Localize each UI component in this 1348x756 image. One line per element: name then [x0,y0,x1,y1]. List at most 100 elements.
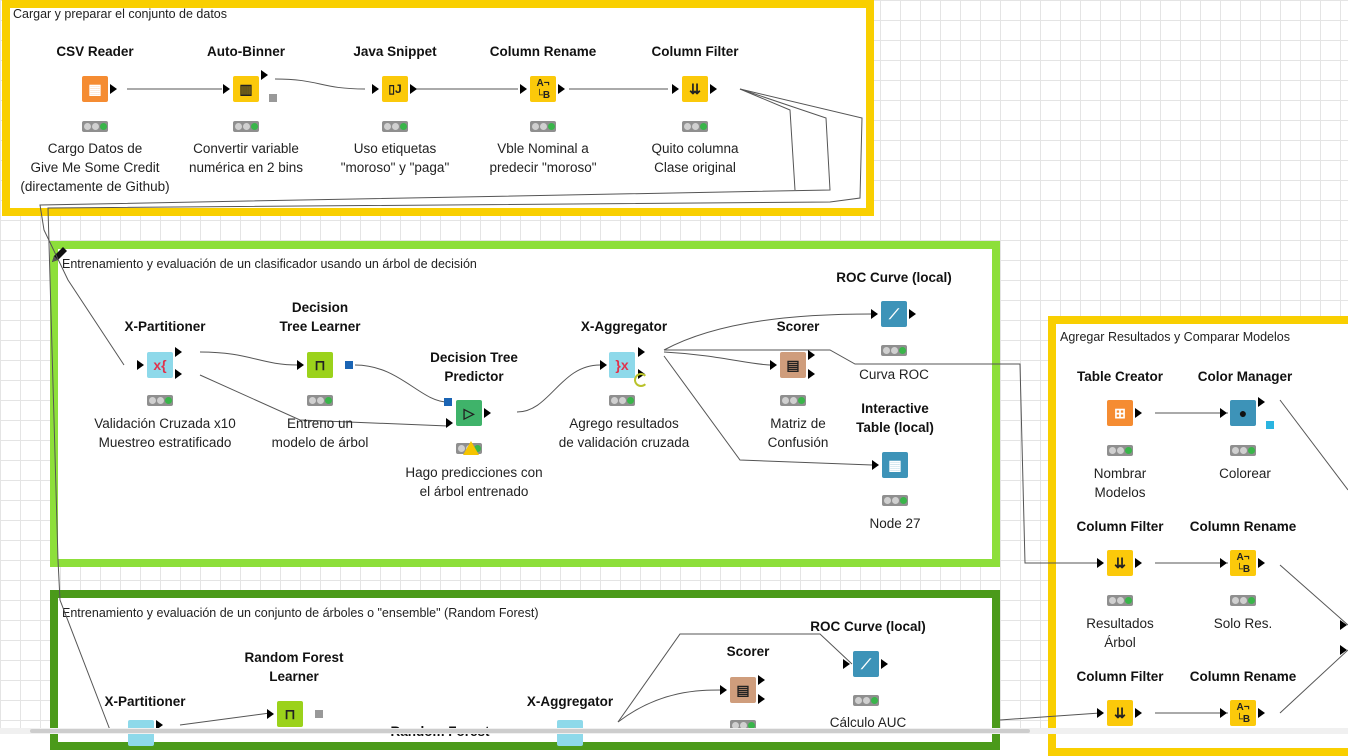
status-traffic-light [233,121,259,132]
node-label[interactable]: Node 27 [869,516,921,531]
node-label[interactable]: Matriz de Confusión [767,416,829,450]
scorer-icon[interactable]: ▤ [780,352,806,378]
node-label[interactable]: Cargo Datos de Give Me Some Credit (dire… [20,141,170,194]
roc-icon[interactable]: ⟋ [853,651,879,677]
input-port[interactable] [1220,708,1227,718]
input-port[interactable] [1220,558,1227,568]
rename-icon[interactable]: A¬└B [530,76,556,102]
output-port[interactable] [1258,397,1265,407]
predict-icon[interactable]: ▷ [456,400,482,426]
output-port[interactable] [808,369,815,379]
output-port[interactable] [808,350,815,360]
model-input-port[interactable] [444,398,452,406]
table-grid-icon[interactable]: ▦ [882,452,908,478]
input-port[interactable] [137,360,144,370]
annotation-decision-tree[interactable]: Entrenamiento y evaluación de un clasifi… [50,241,1000,567]
output-port[interactable] [638,347,645,357]
output-port[interactable] [410,84,417,94]
pencil-icon[interactable] [50,244,70,264]
input-port[interactable] [672,84,679,94]
annotation-data-prep[interactable]: Cargar y preparar el conjunto de datos [2,0,874,216]
model-port[interactable] [269,94,277,102]
output-port[interactable] [909,309,916,319]
output-port[interactable] [1135,408,1142,418]
input-port[interactable] [720,685,727,695]
table-arrow-icon[interactable]: ▦ [82,76,108,102]
node-label[interactable]: Entreno un modelo de árbol [271,416,369,450]
output-port[interactable] [110,84,117,94]
output-port[interactable] [881,659,888,669]
output-port[interactable] [758,694,765,704]
output-port[interactable] [1135,558,1142,568]
output-port[interactable] [758,675,765,685]
node-label[interactable]: Vble Nominal a predecir "moroso" [489,141,597,175]
node-label[interactable]: Curva ROC [859,367,929,382]
loop-end-icon[interactable]: }x [609,352,635,378]
model-port[interactable] [315,710,323,718]
input-port[interactable] [223,84,230,94]
rename-icon[interactable]: A¬└B [1230,700,1256,726]
output-port[interactable] [710,84,717,94]
node-title: X-Aggregator [580,319,668,334]
forest-icon[interactable]: ⊓ [277,701,303,727]
node-label[interactable]: Uso etiquetas "moroso" y "paga" [340,141,450,175]
annotation-title: Entrenamiento y evaluación de un conjunt… [62,606,539,620]
output-port[interactable] [175,347,182,357]
input-port[interactable] [446,418,453,428]
output-port[interactable] [156,720,163,730]
input-port[interactable] [1097,558,1104,568]
node-label[interactable]: Nombrar Modelos [1093,466,1147,500]
warning-icon[interactable] [463,441,479,455]
input-port[interactable] [297,360,304,370]
output-port[interactable] [1135,708,1142,718]
output-port[interactable] [1258,708,1265,718]
filter-icon[interactable]: ⇊ [1107,700,1133,726]
input-port[interactable] [1340,645,1347,655]
tree-icon[interactable]: ⊓ [307,352,333,378]
java-doc-icon[interactable]: ▯J [382,76,408,102]
node-label[interactable]: Convertir variable numérica en 2 bins [188,141,304,175]
input-port[interactable] [267,709,274,719]
input-port[interactable] [1340,620,1347,630]
output-port[interactable] [175,369,182,379]
input-port[interactable] [843,659,850,669]
input-port[interactable] [871,309,878,319]
node-label[interactable]: Validación Cruzada x10 Muestreo estratif… [94,416,236,450]
rename-icon[interactable]: A¬└B [1230,550,1256,576]
output-port[interactable] [484,408,491,418]
filter-icon[interactable]: ⇊ [682,76,708,102]
table-plus-icon[interactable]: ⊞ [1107,400,1133,426]
output-port[interactable] [1258,558,1265,568]
input-port[interactable] [770,360,777,370]
input-port[interactable] [600,360,607,370]
node-title: Column Filter [1076,519,1164,534]
roc-icon[interactable]: ⟋ [881,301,907,327]
drop-icon[interactable]: ● [1230,400,1256,426]
node-label[interactable]: Solo Res. [1213,616,1273,631]
node-title: Column Rename [1189,519,1297,534]
loop-start-icon[interactable]: x{ [147,352,173,378]
model-port[interactable] [345,361,353,369]
node-label[interactable]: Colorear [1219,466,1271,481]
input-port[interactable] [1220,408,1227,418]
output-port[interactable] [558,84,565,94]
node-label[interactable]: Quito columna Clase original [651,141,739,175]
node-title: Random Forest Learner [244,650,344,684]
input-port[interactable] [872,460,879,470]
node-label[interactable]: Hago predicciones con el árbol entrenado [405,465,543,499]
node-label[interactable]: Cálculo AUC [829,715,907,730]
node-label[interactable]: Resultados Árbol [1086,616,1154,650]
output-port[interactable] [261,70,268,80]
node-label[interactable]: Agrego resultados de validación cruzada [558,416,690,450]
horizontal-scrollbar[interactable] [0,728,1348,734]
binner-icon[interactable]: ▥ [233,76,259,102]
input-port[interactable] [372,84,379,94]
annotation-random-forest[interactable]: Entrenamiento y evaluación de un conjunt… [50,590,1000,750]
input-port[interactable] [520,84,527,94]
color-model-port[interactable] [1266,421,1274,429]
scrollbar-thumb[interactable] [30,729,1030,733]
filter-icon[interactable]: ⇊ [1107,550,1133,576]
input-port[interactable] [1097,708,1104,718]
scorer-icon[interactable]: ▤ [730,677,756,703]
annotation-title: Cargar y preparar el conjunto de datos [13,7,228,21]
